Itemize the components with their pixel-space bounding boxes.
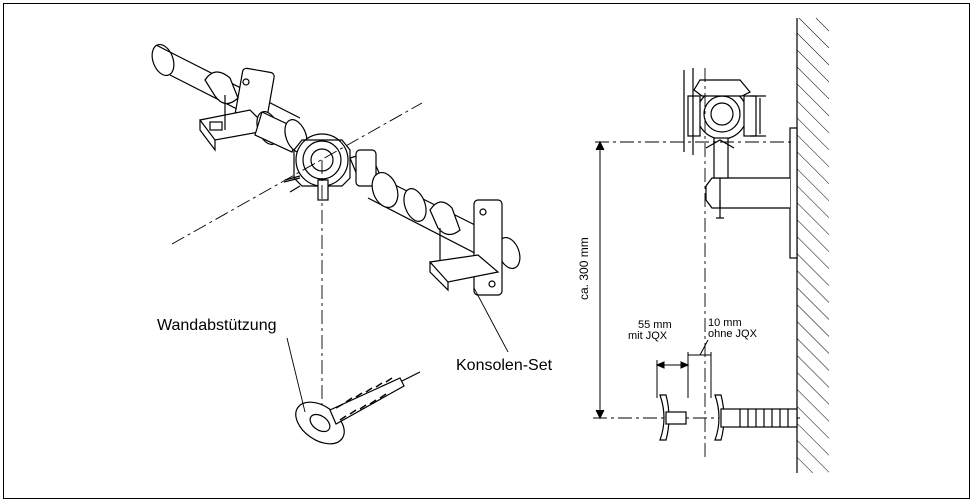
dim-10-line2: ohne JQX bbox=[708, 328, 757, 340]
meter-body bbox=[254, 111, 381, 201]
wall-support-part bbox=[295, 371, 421, 445]
wall-support-label: Wandabstützung bbox=[157, 317, 277, 334]
bracket-set-label: Konsolen-Set bbox=[456, 357, 553, 374]
dim-10-line1: 10 mm bbox=[708, 317, 742, 329]
side-wall-supports bbox=[659, 394, 798, 441]
center-lines bbox=[171, 102, 423, 440]
pipe-right bbox=[367, 171, 521, 270]
dim-55-label: 55 mm mit JQX bbox=[628, 320, 672, 342]
side-view bbox=[593, 18, 829, 473]
height-dimension-label: ca. 300 mm bbox=[577, 237, 591, 300]
side-meter bbox=[683, 68, 766, 179]
dim-10-label: 10 mm ohne JQX bbox=[708, 318, 757, 340]
isometric-view bbox=[151, 43, 521, 445]
dim-55-line1: 55 mm bbox=[638, 319, 672, 331]
offset-dimensions bbox=[655, 339, 712, 398]
figure-frame bbox=[3, 3, 970, 499]
dim-55-line2: mit JQX bbox=[628, 330, 668, 342]
height-dimension bbox=[595, 140, 605, 420]
wall-hatch bbox=[797, 18, 829, 473]
right-clamp bbox=[428, 199, 503, 296]
